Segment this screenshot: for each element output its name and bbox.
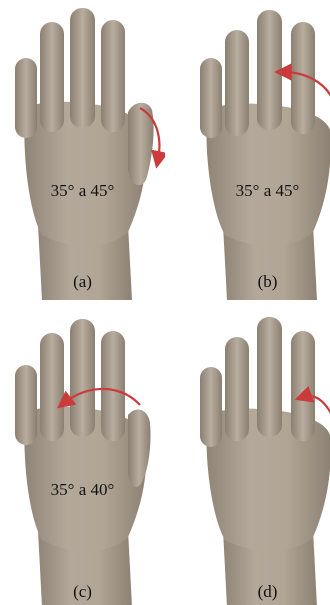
thumb (128, 409, 151, 487)
hand-illustration-d (165, 305, 330, 605)
hand-d (200, 317, 330, 605)
ring-finger (225, 337, 249, 441)
little-finger (15, 58, 37, 138)
panel-d: (d) (165, 305, 330, 605)
panel-label-d: (d) (185, 582, 330, 602)
index-finger (291, 331, 315, 441)
hand-illustration-a (0, 0, 165, 300)
ring-finger (40, 22, 64, 132)
hand-illustration-c (0, 305, 165, 605)
little-finger (200, 58, 222, 138)
little-finger (200, 367, 222, 447)
panel-label-b: (b) (185, 272, 330, 292)
index-finger (101, 20, 125, 132)
middle-finger (257, 10, 282, 130)
little-finger (15, 365, 37, 445)
hand-illustration-b (165, 0, 330, 300)
hand-b (200, 10, 330, 300)
hand-a (15, 8, 154, 300)
middle-finger (257, 317, 282, 437)
angle-range-a: 35° a 45° (0, 181, 165, 201)
panel-label-a: (a) (0, 272, 165, 292)
angle-range-b: 35° a 45° (185, 181, 330, 201)
panel-b: 35° a 45° (b) (165, 0, 330, 300)
ring-finger (225, 30, 249, 136)
panel-label-c: (c) (0, 582, 165, 602)
middle-finger (70, 319, 95, 437)
angle-range-c: 35° a 40° (0, 480, 165, 500)
hand-c (15, 319, 151, 605)
panel-a: 35° a 45° (a) (0, 0, 165, 300)
ring-finger (40, 333, 64, 441)
panel-c: 35° a 40° (c) (0, 305, 165, 605)
middle-finger (70, 8, 95, 128)
index-finger (101, 331, 125, 441)
